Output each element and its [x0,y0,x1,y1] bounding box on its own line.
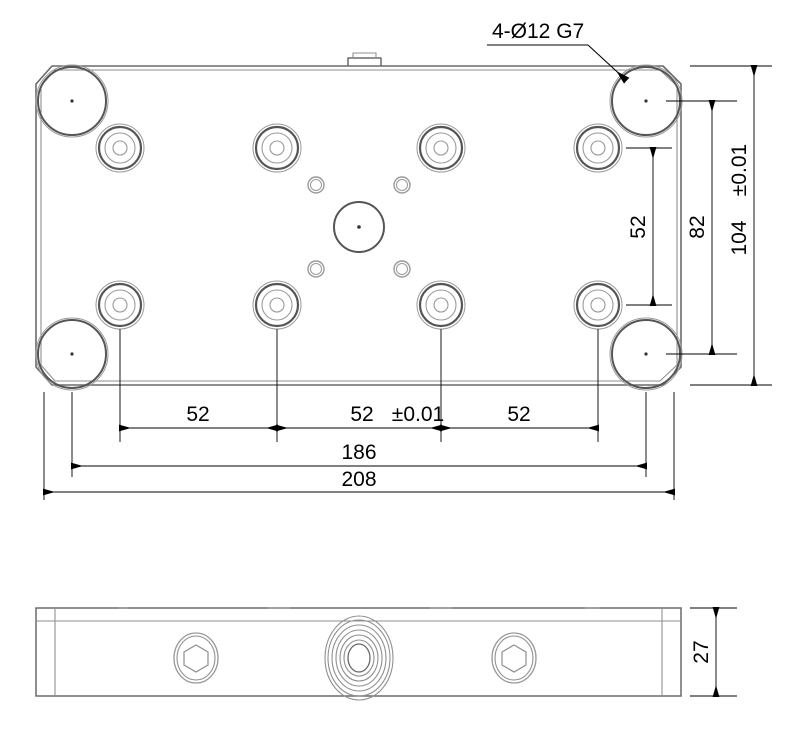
dim-82-vertical-text: 82 [686,215,709,238]
hole-callout-leader [487,44,630,84]
top-tab [347,52,382,66]
center-boss [324,615,394,701]
bolt-hole-bottom-2 [252,280,302,330]
small-hole-lower-left [307,260,325,278]
dim-52-mid-tolerance-text: ±0.01 [392,403,444,426]
center-hole [333,201,385,253]
top-view [35,52,683,391]
bolt-hole-bottom-4 [573,280,623,330]
small-hole-upper-right [393,176,411,194]
dim-104-tolerance-text: ±0.01 [728,144,751,196]
dim-52-mid-text: 52 [350,403,373,426]
bolt-hole-top-1 [95,123,145,173]
dowel-hole-bottom-left [35,317,109,391]
vertical-dimensions [626,65,772,386]
dim-104-vertical-text: 104 [728,220,751,255]
bolt-hole-top-4 [573,123,623,173]
front-view-dimension [690,607,737,697]
plate-inner-outline [40,69,678,382]
horizontal-dimensions [43,329,675,500]
bolt-hole-bottom-3 [416,280,466,330]
hex-socket-left [173,632,219,684]
small-hole-lower-right [393,260,411,278]
dim-27-text: 27 [690,640,713,663]
hole-callout-text: 4-Ø12 G7 [492,20,584,43]
small-hole-upper-left [307,176,325,194]
bolt-hole-bottom-1 [95,280,145,330]
dim-52-right-text: 52 [507,403,530,426]
front-view [35,607,682,701]
dim-52-vertical-text: 52 [627,215,650,238]
dim-186-text: 186 [341,441,376,464]
bolt-hole-top-2 [252,123,302,173]
bolt-hole-top-3 [416,123,466,173]
dim-52-left-text: 52 [186,403,209,426]
hex-socket-right [491,632,537,684]
dowel-hole-top-left [35,64,109,138]
dim-208-text: 208 [341,468,376,491]
